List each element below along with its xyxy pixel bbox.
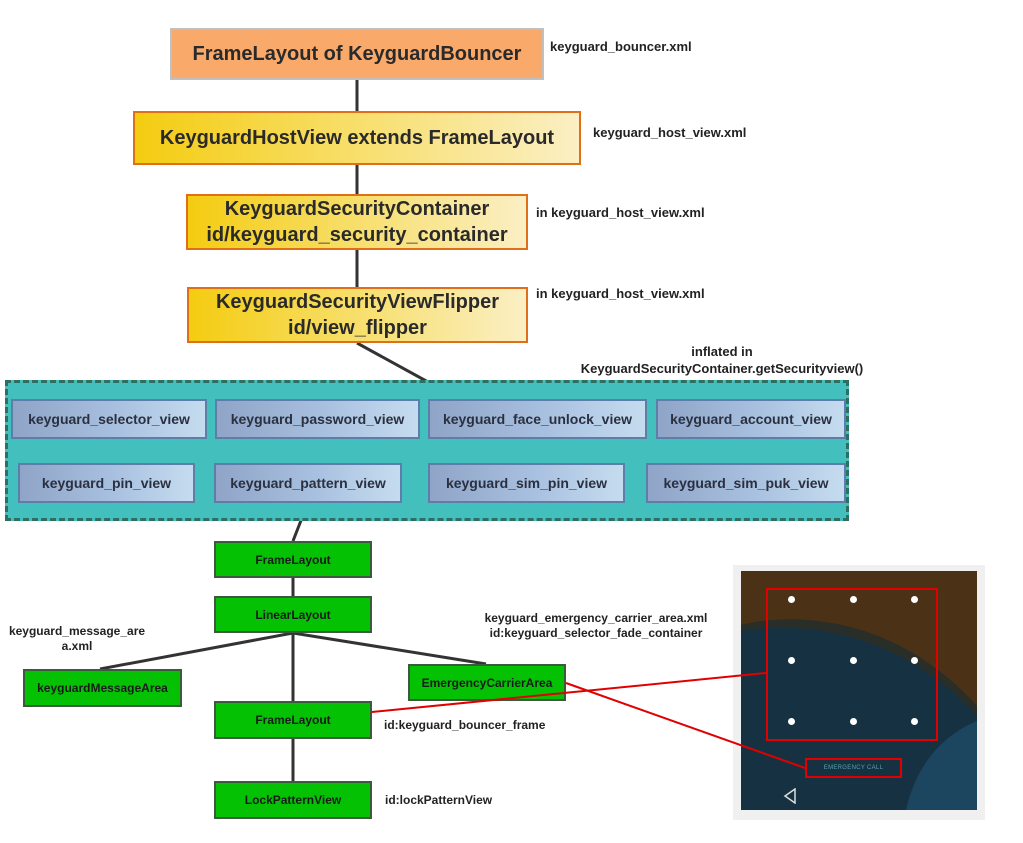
container-in-annotation: in keyguard_host_view.xml [536,205,705,220]
pattern-view-id-annotation: id:lockPatternView [385,793,493,807]
message-area-node: keyguardMessageArea [23,669,182,707]
security-container-label: KeyguardSecurityContainer [224,198,490,220]
inflated-line-1: inflated in [691,344,753,359]
security-view-label: keyguard_pin_view [41,475,172,491]
security-view-password: keyguard_password_view [215,399,420,439]
security-view-label: keyguard_sim_pin_view [445,475,608,491]
security-view-face-unlock: keyguard_face_unlock_view [428,399,647,439]
bouncer-frame-id-annotation: id:keyguard_bouncer_frame [384,718,546,732]
security-view-label: keyguard_face_unlock_view [442,411,633,427]
pattern-dot [850,657,857,664]
host-view-node: KeyguardHostView extends FrameLayout [133,111,581,165]
message-xml-line-2: a.xml [61,639,93,653]
host-view-label: KeyguardHostView extends FrameLayout [159,127,555,149]
inflated-annotation: inflated in KeyguardSecurityContainer.ge… [562,343,882,377]
security-view-label: keyguard_selector_view [28,411,190,427]
emergency-carrier-area-label: EmergencyCarrierArea [421,675,553,690]
pattern-dot [788,657,795,664]
view-flipper-label: KeyguardSecurityViewFlipper [215,291,500,313]
back-triangle-icon [783,788,796,804]
bouncer-framelayout-label: FrameLayout of KeyguardBouncer [192,42,522,65]
pattern-framelayout-node: FrameLayout [214,541,372,578]
security-view-sim-pin: keyguard_sim_pin_view [428,463,625,503]
emergency-xml-line-2: id:keyguard_selector_fade_container [489,626,703,640]
pattern-dot [850,718,857,725]
connector-linear-emergency [292,631,487,666]
connector-linear-message [99,631,294,671]
security-view-account: keyguard_account_view [656,399,846,439]
security-container-node: KeyguardSecurityContainer id/keyguard_se… [186,194,528,250]
security-view-pattern: keyguard_pattern_view [214,463,402,503]
lock-pattern-view-label: LockPatternView [244,793,342,807]
emergency-call-text: EMERGENCY CALL [823,765,884,771]
message-xml-line-1: keyguard_message_are [8,624,146,638]
flipper-in-annotation: in keyguard_host_view.xml [536,286,705,301]
bouncer-framelayout-node: FrameLayout of KeyguardBouncer [170,28,544,80]
callout-emergency-to-button [565,682,806,769]
security-view-label: keyguard_password_view [230,411,405,427]
security-view-label: keyguard_account_view [670,411,832,427]
callout-frame-to-pattern [371,672,767,713]
bouncer-framelayout-inner-label: FrameLayout [255,713,331,727]
emergency-carrier-area-node: EmergencyCarrierArea [408,664,566,701]
pattern-highlight-box [766,588,938,741]
bouncer-xml-annotation: keyguard_bouncer.xml [550,39,692,54]
security-view-selector: keyguard_selector_view [11,399,207,439]
linearlayout-node: LinearLayout [214,596,372,633]
emergency-xml-line-1: keyguard_emergency_carrier_area.xml [484,611,708,625]
bouncer-framelayout-inner-node: FrameLayout [214,701,372,739]
connector-flipper-views [356,341,429,384]
security-view-label: keyguard_sim_puk_view [663,475,829,491]
emergency-call-highlight-box: EMERGENCY CALL [805,758,902,778]
inflated-line-2: KeyguardSecurityContainer.getSecurityvie… [580,361,864,376]
view-flipper-id: id/view_flipper [288,317,427,339]
pattern-dot [911,657,918,664]
pattern-dot [788,596,795,603]
security-view-pin: keyguard_pin_view [18,463,195,503]
pattern-dot [911,718,918,725]
view-flipper-node: KeyguardSecurityViewFlipper id/view_flip… [187,287,528,343]
security-container-id: id/keyguard_security_container [206,224,508,246]
pattern-dot [911,596,918,603]
security-view-label: keyguard_pattern_view [230,475,386,491]
message-area-label: keyguardMessageArea [37,681,168,695]
pattern-dot [788,718,795,725]
emergency-xml-annotation: keyguard_emergency_carrier_area.xml id:k… [476,611,716,641]
pattern-dot [850,596,857,603]
pattern-framelayout-label: FrameLayout [255,552,331,567]
host-xml-annotation: keyguard_host_view.xml [593,125,747,140]
linearlayout-label: LinearLayout [255,607,331,622]
security-view-sim-puk: keyguard_sim_puk_view [646,463,846,503]
message-xml-annotation: keyguard_message_are a.xml [5,624,149,654]
lock-pattern-view-node: LockPatternView [214,781,372,819]
